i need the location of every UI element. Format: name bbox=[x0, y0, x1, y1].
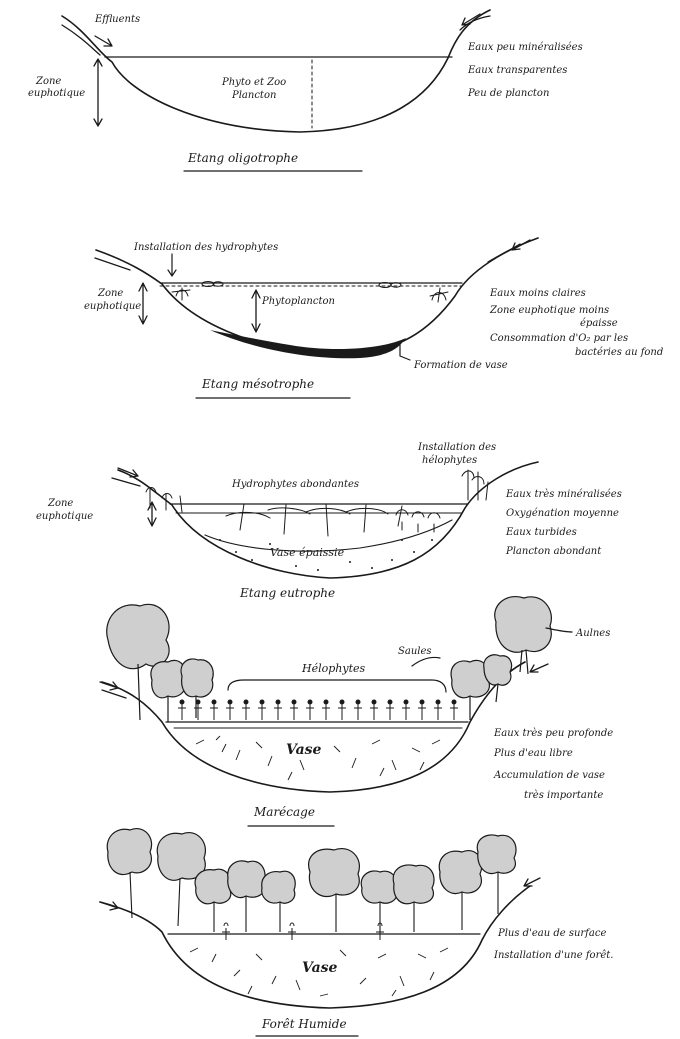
note-3: Peu de plancton bbox=[467, 88, 549, 99]
inflow-arrow bbox=[118, 468, 138, 477]
saules-pointer bbox=[412, 657, 440, 666]
stage-title: Marécage bbox=[253, 805, 315, 819]
note-2: Eaux transparentes bbox=[467, 65, 567, 76]
basin-profile-inner bbox=[62, 25, 100, 55]
effluent-arrow bbox=[95, 36, 112, 46]
note-3: Eaux turbides bbox=[505, 527, 577, 538]
stage-title: Etang mésotrophe bbox=[201, 377, 314, 391]
zone-label-line1: Zone bbox=[35, 76, 61, 87]
note-2: Zone euphotique moins bbox=[489, 305, 609, 316]
zone-label-line1: Zone bbox=[47, 498, 73, 509]
note-2: Oxygénation moyenne bbox=[506, 508, 619, 519]
stage-oligotrophe: Effluents Zone euphotique Phyto et Zoo P… bbox=[28, 10, 583, 171]
install-arrow bbox=[168, 254, 176, 276]
vase-pointer bbox=[400, 344, 410, 360]
plankton-label-line2: Plancton bbox=[231, 90, 276, 101]
basin-profile bbox=[62, 10, 490, 132]
basin-profile bbox=[100, 886, 530, 1008]
effluent-label: Effluents bbox=[94, 14, 140, 25]
inflow-arrow bbox=[512, 240, 530, 250]
plankton-label-line1: Phyto et Zoo bbox=[221, 77, 286, 88]
zone-arrow bbox=[94, 59, 102, 126]
vase-layer bbox=[210, 330, 406, 358]
note-5: bactéries au fond bbox=[575, 347, 663, 358]
hydrophyte-label: Hydrophytes abondantes bbox=[231, 479, 359, 490]
depth-arrow bbox=[252, 290, 260, 332]
zone-label-line2: euphotique bbox=[36, 511, 93, 522]
stage-title: Etang oligotrophe bbox=[187, 151, 298, 165]
inflow-arrow-right bbox=[530, 664, 548, 672]
note-1: Eaux très peu profonde bbox=[493, 728, 613, 739]
stage-mesotrophe: Installation des hydrophytes Zone euphot… bbox=[84, 238, 663, 398]
hydrophyte-clump bbox=[430, 288, 448, 302]
note-1: Eaux peu minéralisées bbox=[467, 42, 583, 53]
basin-profile-inner bbox=[95, 258, 130, 270]
zone-label-line1: Zone bbox=[97, 288, 123, 299]
helophyte-bracket bbox=[228, 680, 446, 692]
helophyte-row bbox=[178, 704, 458, 720]
tree-saules bbox=[451, 655, 511, 720]
stage-foret-humide: Vase Plus d'eau de surface Installation … bbox=[100, 829, 613, 1036]
helophyte-heads bbox=[180, 700, 457, 705]
vase-label: Formation de vase bbox=[413, 360, 508, 371]
saules-label: Saules bbox=[398, 646, 432, 657]
note-4: très importante bbox=[524, 790, 603, 801]
zone-label-line2: euphotique bbox=[28, 88, 85, 99]
vase-label: Vase épaissie bbox=[270, 546, 345, 559]
stage-marecage: Hélophytes Saules Aulnes Vase Eaux très … bbox=[100, 597, 613, 826]
note-3: épaisse bbox=[580, 318, 618, 329]
stage-eutrophe: Installation des hélophytes Hydrophytes … bbox=[36, 442, 622, 600]
install-label: Installation des hydrophytes bbox=[133, 242, 278, 253]
vase-label: Vase bbox=[286, 742, 322, 758]
zone-label-line2: euphotique bbox=[84, 301, 141, 312]
stage-title: Forêt Humide bbox=[261, 1017, 347, 1031]
note-1: Eaux très minéralisées bbox=[505, 489, 622, 500]
install-label-line2: hélophytes bbox=[422, 455, 477, 466]
note-2: Installation d'une forêt. bbox=[493, 950, 613, 961]
inflow-arrow-right bbox=[524, 878, 540, 886]
aulnes-label: Aulnes bbox=[575, 628, 610, 639]
basin-profile-inner bbox=[488, 244, 520, 262]
note-4: Consommation d'O₂ par les bbox=[490, 333, 628, 344]
install-label-line1: Installation des bbox=[417, 442, 496, 453]
note-3: Accumulation de vase bbox=[493, 770, 605, 781]
note-1: Eaux moins claires bbox=[489, 288, 586, 299]
note-1: Plus d'eau de surface bbox=[497, 928, 606, 939]
forest-canopy bbox=[107, 829, 516, 904]
note-4: Plancton abondant bbox=[505, 546, 602, 557]
vase-label: Vase bbox=[302, 960, 338, 976]
stage-title: Etang eutrophe bbox=[239, 586, 335, 600]
plankton-label: Phytoplancton bbox=[261, 296, 335, 307]
zone-arrow bbox=[148, 502, 156, 526]
note-2: Plus d'eau libre bbox=[493, 748, 573, 759]
basin-profile-inner bbox=[102, 690, 126, 698]
helophyte-label: Hélophytes bbox=[301, 662, 366, 675]
